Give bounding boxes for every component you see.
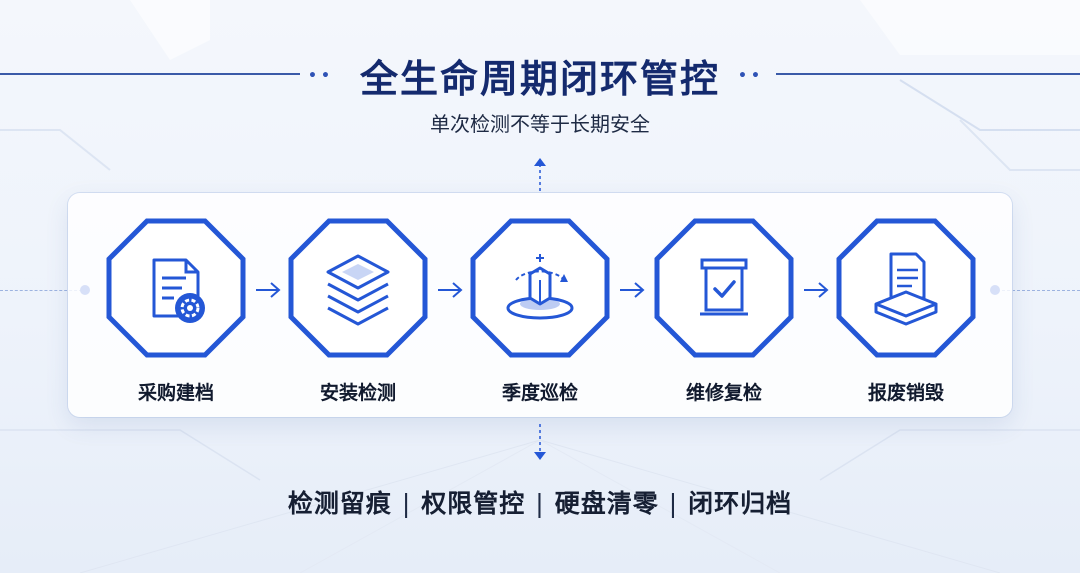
step-label-repair: 维修复检: [685, 382, 762, 404]
step-procurement: 采购建档: [106, 218, 246, 405]
arrow-right-icon: [438, 282, 463, 298]
step-label-disposal: 报废销毁: [867, 382, 944, 404]
step-disposal: 报废销毁: [836, 218, 976, 405]
step-repair: 维修复检: [654, 218, 794, 405]
arrow-right-icon: [620, 282, 645, 298]
page-title: 全生命周期闭环管控: [359, 57, 720, 101]
document-gear-icon: [106, 218, 246, 358]
title-row: •• 全生命周期闭环管控 ••: [0, 48, 1080, 101]
footer-separator: |: [535, 489, 545, 518]
box-check-icon: [654, 218, 794, 358]
page-subtitle: 单次检测不等于长期安全: [430, 112, 650, 136]
step-installation: 安装检测: [288, 218, 428, 405]
footer-item-trace: 检测留痕: [287, 489, 392, 518]
footer-item-wipe: 硬盘清零: [554, 489, 659, 518]
right-dashed-line: [1002, 290, 1080, 292]
arrow-down-icon: [534, 424, 546, 460]
step-label-inspection: 季度巡检: [501, 382, 578, 404]
footer-item-archive: 闭环归档: [688, 489, 793, 518]
document-shred-icon: [836, 218, 976, 358]
footer-item-access: 权限管控: [421, 489, 526, 518]
title-decor-line-left: [0, 73, 300, 75]
step-label-installation: 安装检测: [319, 382, 396, 404]
footer-keywords: 检测留痕 | 权限管控 | 硬盘清零 | 闭环归档: [0, 484, 1080, 520]
title-decor-dots-right: ••: [738, 68, 764, 84]
rotation-platform-icon: [470, 218, 610, 358]
arrow-right-icon: [804, 282, 829, 298]
title-decor-dots-left: ••: [308, 68, 334, 84]
left-dashed-line: [0, 290, 82, 292]
title-decor-line-right: [776, 73, 1080, 75]
footer-separator: |: [401, 489, 412, 518]
layers-icon: [288, 218, 428, 358]
arrow-right-icon: [256, 282, 281, 298]
footer-separator: |: [668, 489, 679, 518]
step-inspection: 季度巡检: [470, 218, 610, 405]
step-label-procurement: 采购建档: [137, 382, 214, 404]
arrow-up-icon: [534, 158, 546, 192]
